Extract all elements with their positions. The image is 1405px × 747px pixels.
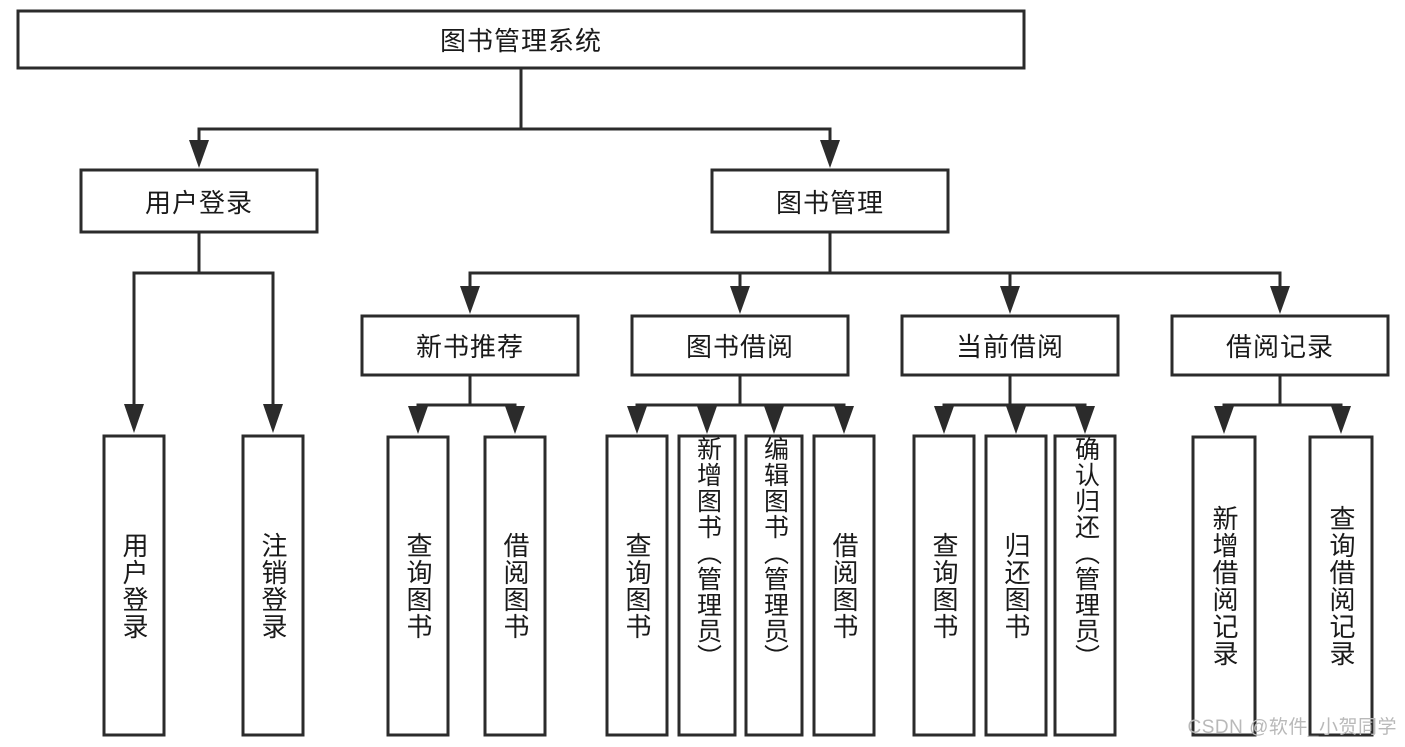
arrowhead-book-management xyxy=(820,140,840,168)
node-box-leaf-query-borrow-record[interactable] xyxy=(1308,435,1374,737)
node-box-leaf-query-book-borrow[interactable] xyxy=(605,434,669,737)
node-box-leaf-return-book[interactable] xyxy=(984,434,1048,737)
connector-layer xyxy=(124,66,1351,434)
node-layer xyxy=(16,9,1390,737)
node-box-current-borrow[interactable] xyxy=(900,314,1120,377)
arrowhead-new-book-recommend xyxy=(460,286,480,314)
arrowhead-return-book xyxy=(1006,406,1026,434)
node-box-borrow-record[interactable] xyxy=(1170,314,1390,377)
arrowhead-book-borrow xyxy=(730,286,750,314)
arrowhead-borrow-book xyxy=(834,406,854,434)
node-box-book-management[interactable] xyxy=(710,168,950,234)
node-box-book-borrow[interactable] xyxy=(630,314,850,377)
arrowhead-query-book-rec xyxy=(408,406,428,434)
arrowhead-user-login xyxy=(189,140,209,168)
node-box-leaf-confirm-return-admin[interactable] xyxy=(1053,434,1117,737)
arrowhead-leaf-user-logout xyxy=(263,404,283,433)
node-box-user-login[interactable] xyxy=(79,168,319,234)
node-box-leaf-query-book-current[interactable] xyxy=(912,434,976,737)
arrowhead-confirm-return-admin xyxy=(1075,406,1095,434)
node-box-leaf-borrow-book[interactable] xyxy=(812,434,876,737)
arrowhead-edit-book-admin xyxy=(764,406,784,434)
node-box-leaf-borrow-book-rec[interactable] xyxy=(483,435,547,737)
node-box-root[interactable] xyxy=(16,9,1026,70)
arrowhead-borrow-book-rec xyxy=(505,406,525,434)
arrowhead-leaf-user-login xyxy=(124,404,144,433)
arrowhead-borrow-record xyxy=(1270,286,1290,314)
node-box-leaf-query-book-rec[interactable] xyxy=(386,435,450,737)
arrowhead-add-book-admin xyxy=(697,406,717,434)
node-box-leaf-user-login[interactable] xyxy=(102,434,166,737)
arrowhead-add-borrow-record xyxy=(1214,406,1234,434)
arrowhead-current-borrow xyxy=(1000,286,1020,314)
node-box-new-book-recommend[interactable] xyxy=(360,314,580,377)
arrowhead-query-borrow-record xyxy=(1331,406,1351,434)
node-box-leaf-user-logout[interactable] xyxy=(241,434,305,737)
node-box-leaf-add-book-admin[interactable] xyxy=(677,434,737,737)
node-box-leaf-edit-book-admin[interactable] xyxy=(744,434,804,737)
arrowhead-query-book-current xyxy=(934,406,954,434)
arrowhead-query-book-borrow xyxy=(627,406,647,434)
node-box-leaf-add-borrow-record[interactable] xyxy=(1191,435,1257,737)
